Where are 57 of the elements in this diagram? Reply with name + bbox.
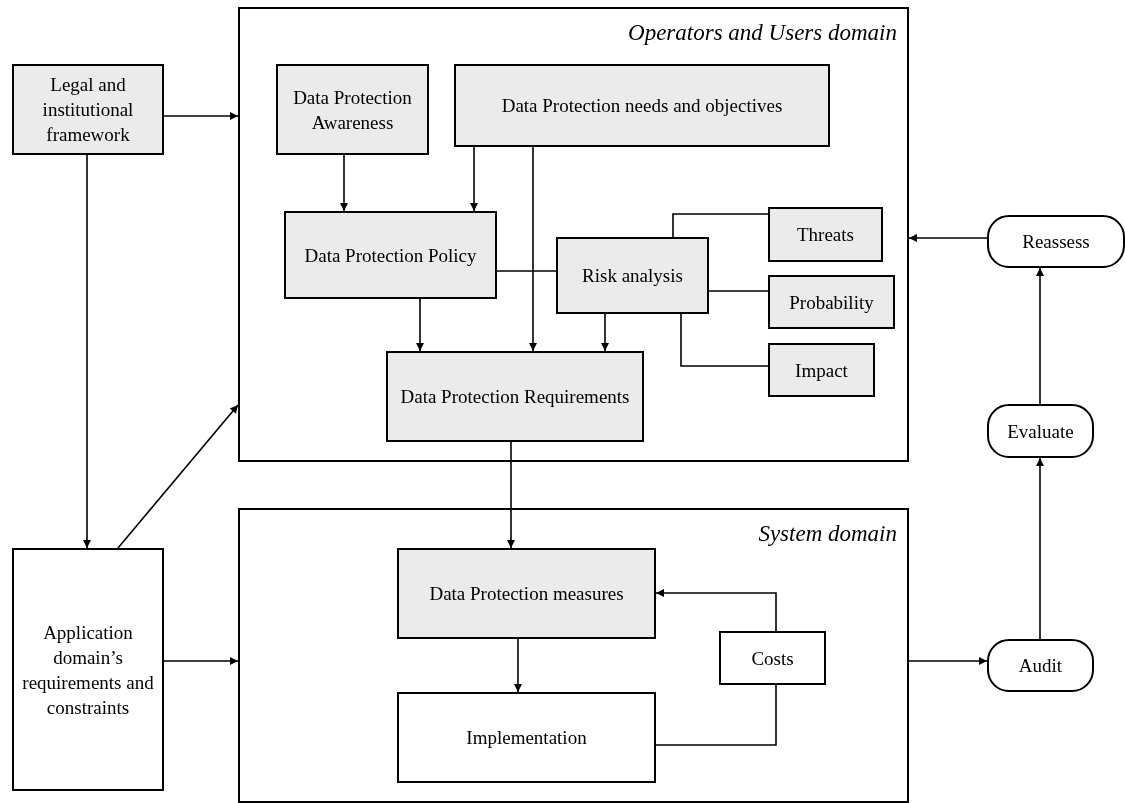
box-label: Data Protection needs and objectives (501, 94, 783, 118)
arrow (655, 589, 777, 632)
domain-frame (238, 7, 909, 462)
box-label: Data Protection Requirements (400, 385, 630, 409)
rounded-box (987, 639, 1094, 692)
box-label: Impact (795, 358, 848, 383)
arrow (117, 404, 239, 549)
process-box (386, 351, 644, 442)
arrow (416, 298, 424, 352)
domain-frame (238, 508, 909, 803)
process-box (768, 275, 895, 329)
arrow (163, 657, 239, 665)
box-label: Data Protection Policy (304, 243, 477, 268)
arrow (514, 638, 522, 693)
arrow (601, 313, 609, 352)
process-box (768, 207, 883, 262)
connector-line (708, 290, 769, 292)
arrow (83, 154, 91, 549)
process-box (397, 548, 656, 639)
arrow (1036, 457, 1044, 640)
rounded-box (987, 215, 1125, 268)
arrow (163, 112, 239, 120)
process-box (12, 64, 164, 155)
process-box (12, 548, 164, 791)
box-label: Legal and institutional framework (41, 73, 135, 147)
process-box (768, 343, 875, 397)
connector-line (496, 270, 557, 272)
connector-line (672, 213, 769, 238)
arrow (340, 154, 348, 212)
arrow (908, 234, 988, 242)
process-box (556, 237, 709, 314)
box-label: Data Protection measures (429, 582, 624, 606)
process-box (284, 211, 497, 299)
arrow (507, 441, 515, 549)
connector-line (655, 684, 777, 746)
domain-heading: System domain (758, 520, 897, 548)
box-label: Risk analysis (582, 264, 683, 288)
process-box (454, 64, 830, 147)
arrow (908, 657, 988, 665)
box-label: Evaluate (1007, 419, 1074, 444)
arrow (529, 146, 537, 352)
box-label: Probability (789, 290, 874, 315)
arrow (470, 146, 478, 212)
domain-heading: Operators and Users domain (628, 19, 897, 47)
rounded-box (987, 404, 1094, 458)
box-label: Data Protection Awareness (292, 85, 413, 135)
box-label: Costs (751, 646, 794, 671)
box-label: Audit (1018, 654, 1063, 678)
arrow (1036, 267, 1044, 405)
box-label: Reassess (1022, 230, 1090, 254)
process-box (276, 64, 429, 155)
connector-line (680, 313, 769, 367)
box-label: Application domain’s requirements and constraints (21, 620, 155, 720)
box-label: Implementation (466, 726, 587, 750)
box-label: Threats (797, 223, 854, 247)
process-box (397, 692, 656, 783)
process-box (719, 631, 826, 685)
